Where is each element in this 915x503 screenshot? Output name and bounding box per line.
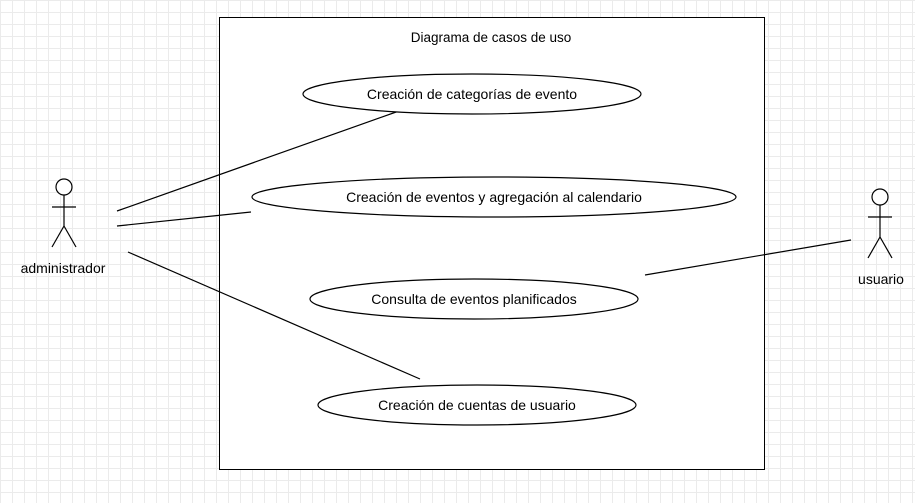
use-case-label: Creación de cuentas de usuario xyxy=(378,397,576,413)
use-case-label: Consulta de eventos planificados xyxy=(371,291,576,307)
association-admin-uc4[interactable] xyxy=(127,251,421,380)
stick-figure-actor-icon xyxy=(867,188,893,259)
association-user-uc3[interactable] xyxy=(644,239,852,276)
actor-usuario[interactable]: usuario xyxy=(858,188,904,287)
actor-label: administrador xyxy=(21,260,106,276)
system-boundary-title: Diagrama de casos de uso xyxy=(411,30,572,45)
use-case-creacion-eventos[interactable]: Creación de eventos y agregación al cale… xyxy=(251,176,737,218)
use-case-creacion-cuentas[interactable]: Creación de cuentas de usuario xyxy=(317,384,637,426)
stick-figure-actor-icon xyxy=(51,178,77,248)
use-case-label: Creación de categorías de evento xyxy=(367,86,577,102)
actor-administrador[interactable]: administrador xyxy=(21,178,106,276)
actor-label: usuario xyxy=(858,271,904,287)
use-case-consulta-eventos[interactable]: Consulta de eventos planificados xyxy=(309,278,639,320)
association-admin-uc1[interactable] xyxy=(116,110,400,212)
association-admin-uc2[interactable] xyxy=(116,211,252,227)
use-case-creacion-categorias[interactable]: Creación de categorías de evento xyxy=(302,73,642,115)
use-case-label: Creación de eventos y agregación al cale… xyxy=(346,189,642,205)
